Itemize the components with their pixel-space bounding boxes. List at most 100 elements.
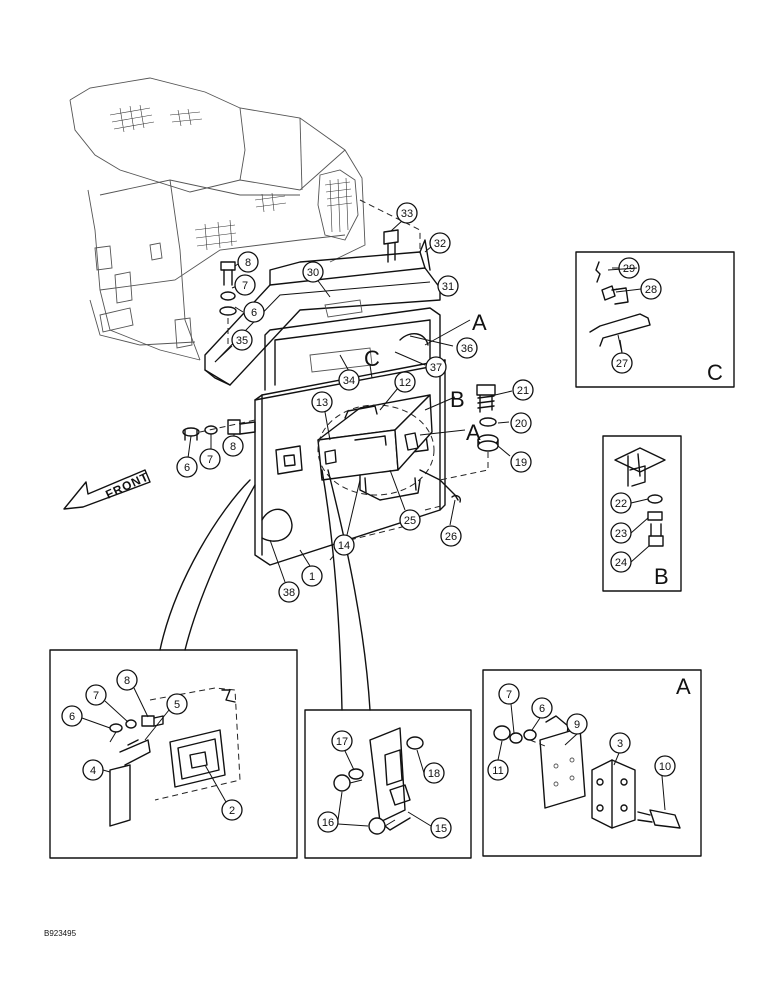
svg-text:16: 16 (322, 817, 334, 829)
inset-leader-lines (81, 267, 666, 827)
callout-26: 26 (440, 525, 462, 547)
view-letter-a: A (472, 310, 487, 335)
callout-7-left: 7 (199, 448, 221, 470)
callout-25: 25 (399, 509, 421, 531)
callouts: 33 32 8 7 6 30 31 36 37 35 34 12 13 21 2… (61, 202, 676, 839)
svg-text:17: 17 (336, 736, 348, 748)
view-letter-b: B (450, 387, 465, 412)
bolt-33 (383, 229, 399, 263)
svg-text:10: 10 (659, 761, 671, 773)
svg-text:26: 26 (445, 531, 457, 543)
callout-32: 32 (429, 232, 451, 254)
svg-text:33: 33 (401, 208, 413, 220)
callout-19: 19 (510, 451, 532, 473)
svg-text:15: 15 (435, 823, 447, 835)
callout-10: 10 (654, 755, 676, 777)
callout-7: 7 (234, 274, 256, 296)
callout-22: 22 (610, 492, 632, 514)
callout-13: 13 (311, 391, 333, 413)
svg-text:27: 27 (616, 358, 628, 370)
view-letter-c: C (364, 346, 380, 371)
svg-text:14: 14 (338, 540, 350, 552)
callout-37: 37 (425, 356, 447, 378)
svg-text:8: 8 (124, 675, 130, 687)
svg-text:6: 6 (251, 307, 257, 319)
left-bolt-stack (182, 419, 256, 441)
callout-12: 12 (394, 371, 416, 393)
svg-text:8: 8 (245, 257, 251, 269)
callout-35: 35 (231, 329, 253, 351)
callout-31: 31 (437, 275, 459, 297)
svg-text:36: 36 (461, 343, 473, 355)
svg-text:22: 22 (615, 498, 627, 510)
drawing-code: B923495 (44, 929, 77, 938)
callout-20: 20 (510, 412, 532, 434)
inset-b (602, 435, 682, 592)
callout-2: 2 (221, 799, 243, 821)
svg-text:20: 20 (515, 418, 527, 430)
svg-text:32: 32 (434, 238, 446, 250)
svg-text:7: 7 (207, 454, 213, 466)
svg-text:6: 6 (69, 711, 75, 723)
inset-c (575, 251, 735, 388)
svg-text:8: 8 (230, 441, 236, 453)
callout-28: 28 (640, 278, 662, 300)
callout-11: 11 (487, 759, 509, 781)
front-label: FRONT (103, 469, 151, 501)
callout-6-hinge: 6 (531, 697, 553, 719)
svg-text:1: 1 (309, 571, 315, 583)
svg-text:31: 31 (442, 281, 454, 293)
callout-34: 34 (338, 369, 360, 391)
callout-23: 23 (610, 522, 632, 544)
svg-text:24: 24 (615, 557, 627, 569)
callout-7-hinge: 7 (498, 683, 520, 705)
svg-text:19: 19 (515, 457, 527, 469)
svg-text:6: 6 (184, 462, 190, 474)
svg-text:5: 5 (174, 699, 180, 711)
callout-33: 33 (396, 202, 418, 224)
inset-letter-b: B (654, 564, 669, 589)
leader-lines (187, 219, 513, 583)
svg-text:21: 21 (517, 385, 529, 397)
callout-36: 36 (456, 337, 478, 359)
front-arrow-icon: FRONT (63, 469, 151, 510)
inset-door-latch (49, 649, 298, 859)
callout-29: 29 (618, 257, 640, 279)
inset-toolbox-latch (304, 709, 472, 859)
svg-text:23: 23 (615, 528, 627, 540)
svg-text:28: 28 (645, 284, 657, 296)
callout-6-inset: 6 (61, 705, 83, 727)
svg-text:7: 7 (506, 689, 512, 701)
svg-text:30: 30 (307, 267, 319, 279)
callout-6-left: 6 (176, 456, 198, 478)
callout-27: 27 (611, 352, 633, 374)
callout-21: 21 (512, 379, 534, 401)
toolbox (317, 394, 462, 503)
svg-text:25: 25 (404, 515, 416, 527)
callout-1: 1 (301, 565, 323, 587)
svg-text:4: 4 (90, 765, 96, 777)
top-bolt-stack (219, 261, 237, 345)
view-letter-a: A (466, 420, 481, 445)
callout-17: 17 (331, 730, 353, 752)
callout-30: 30 (302, 261, 324, 283)
callout-8-left: 8 (222, 435, 244, 457)
callout-15: 15 (430, 817, 452, 839)
inset-letter-c: C (707, 360, 723, 385)
svg-text:2: 2 (229, 805, 235, 817)
callout-7-inset: 7 (85, 684, 107, 706)
svg-text:7: 7 (93, 690, 99, 702)
svg-text:13: 13 (316, 397, 328, 409)
callout-8-inset: 8 (116, 669, 138, 691)
callout-24: 24 (610, 551, 632, 573)
callout-16: 16 (317, 811, 339, 833)
callout-14: 14 (333, 534, 355, 556)
svg-text:7: 7 (242, 280, 248, 292)
machine-body (69, 77, 366, 361)
svg-text:37: 37 (430, 362, 442, 374)
inset-hinge (482, 669, 702, 857)
svg-text:12: 12 (399, 377, 411, 389)
callout-38: 38 (278, 581, 300, 603)
inset-letter-a: A (676, 674, 691, 699)
